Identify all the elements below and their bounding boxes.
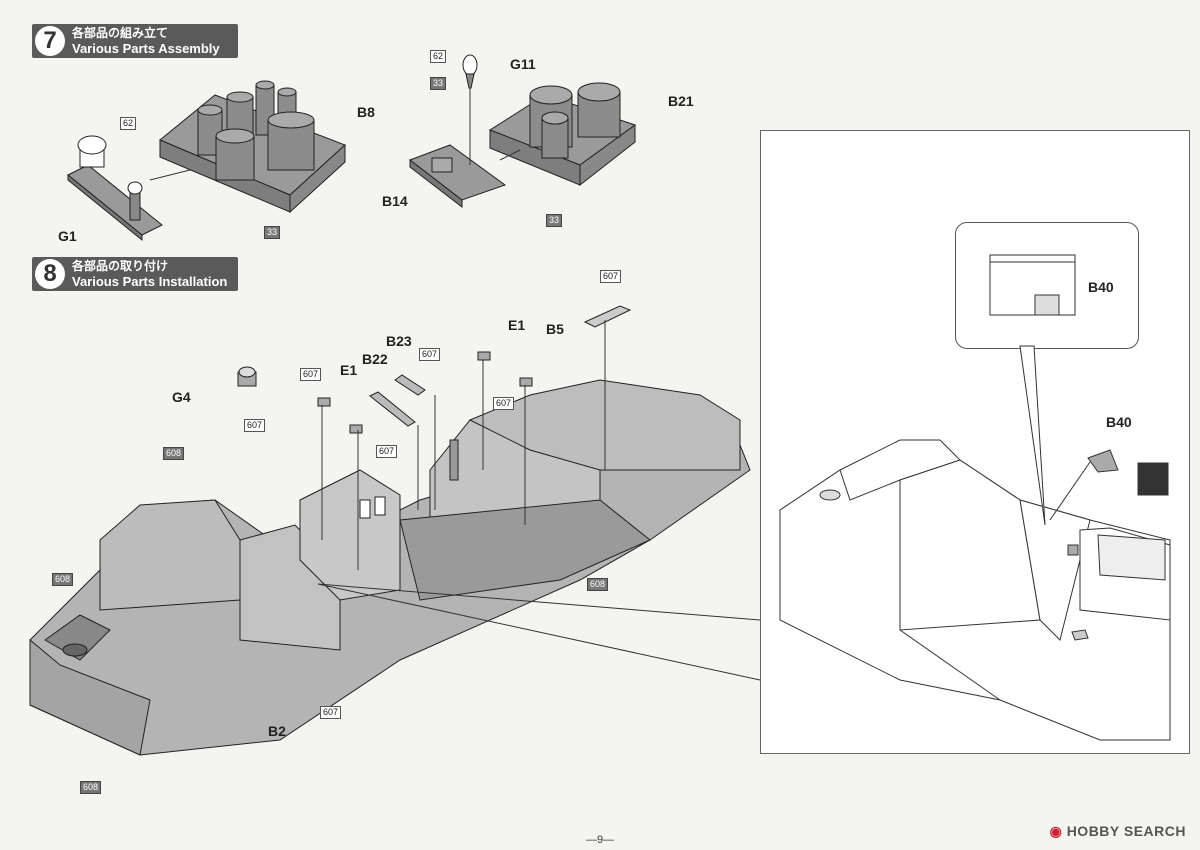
paint-tag-33-g11: 33: [430, 77, 447, 90]
watermark: ◉ HOBBY SEARCH: [1050, 823, 1186, 840]
step-8-title-en: Various Parts Installation: [72, 274, 228, 289]
step-8-header: 8 各部品の取り付け Various Parts Installation: [32, 257, 238, 291]
paint-tag-33-b21: 33: [546, 214, 563, 227]
part-b5-drawing: [583, 305, 632, 328]
step-7-title-jp: 各部品の組み立て: [72, 26, 169, 40]
part-b21-drawing: [488, 82, 637, 187]
step-8-number: 8: [35, 259, 65, 289]
step-7-title-en: Various Parts Assembly: [72, 41, 220, 56]
inset-drawing: [779, 439, 1171, 741]
label-e1-right: E1: [508, 317, 526, 333]
label-b22: B22: [362, 351, 388, 367]
paint-tag-62-g1: 62: [120, 117, 137, 130]
paint-tag-62-g11: 62: [430, 50, 447, 63]
paint-tag-608-left: 608: [52, 573, 74, 586]
label-g4: G4: [172, 389, 191, 405]
paint-tag-607-b2: 607: [320, 706, 342, 719]
paint-tag-608-top: 608: [163, 447, 185, 460]
label-b2: B2: [268, 723, 286, 739]
label-b40-bubble: B40: [1088, 279, 1114, 295]
part-b23-drawing: [394, 374, 426, 396]
part-g11-drawing: [462, 54, 478, 89]
paint-tag-607-e1-right: 607: [493, 397, 515, 410]
label-g11: G11: [510, 56, 536, 72]
part-g4-drawing: [237, 366, 257, 387]
part-b2-drawing: [29, 379, 751, 756]
label-b5: B5: [546, 321, 564, 337]
label-g1: G1: [58, 228, 77, 244]
part-e1-pieces: [317, 351, 533, 434]
page-number: —9—: [585, 834, 615, 846]
label-b8: B8: [357, 104, 375, 120]
part-g1-drawing: [67, 135, 163, 242]
paint-tag-607-e1-left: 607: [300, 368, 322, 381]
detail-callout-bubble: [955, 222, 1139, 349]
label-b21: B21: [668, 93, 694, 109]
step-8-title-jp: 各部品の取り付け: [72, 259, 169, 273]
watermark-text: HOBBY SEARCH: [1066, 823, 1186, 839]
paint-tag-607-b22: 607: [376, 445, 398, 458]
step-7-number: 7: [35, 26, 65, 56]
paint-tag-608-deck: 608: [587, 578, 609, 591]
label-b40-inset: B40: [1106, 414, 1132, 430]
label-e1-left: E1: [340, 362, 358, 378]
paint-tag-607-g4: 607: [244, 419, 266, 432]
leader-lines: [149, 88, 1091, 681]
paint-tag-607-b23: 607: [419, 348, 441, 361]
paint-tag-33-b8: 33: [264, 226, 281, 239]
part-b14-drawing: [408, 144, 507, 209]
paint-tag-607-b5: 607: [600, 270, 622, 283]
label-b14: B14: [382, 193, 408, 209]
bubble-drawing: [989, 254, 1076, 316]
paint-tag-608-bottom: 608: [80, 781, 102, 794]
part-b8-drawing: [159, 80, 346, 214]
step-7-header: 7 各部品の組み立て Various Parts Assembly: [32, 24, 238, 58]
label-b23: B23: [386, 333, 412, 349]
hobby-search-logo-icon: ◉: [1049, 823, 1067, 839]
part-b22-drawing: [369, 391, 416, 427]
